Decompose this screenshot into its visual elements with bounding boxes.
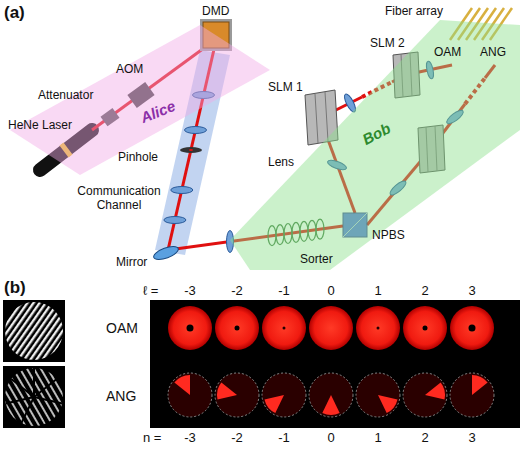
index-number: 1 xyxy=(374,283,381,298)
panel-letter: (a) xyxy=(4,3,25,22)
index-number: 3 xyxy=(468,283,475,298)
component-label: ANG xyxy=(480,45,506,59)
component-label: DMD xyxy=(202,4,229,18)
component-label: Sorter xyxy=(300,252,333,266)
band-fill xyxy=(10,25,270,175)
component-label: Pinhole xyxy=(118,150,158,164)
component-label: Mirror xyxy=(116,255,147,269)
index-number: 2 xyxy=(421,283,428,298)
oam-modes xyxy=(168,306,494,350)
component-label: AOM xyxy=(116,62,143,76)
component-label: Lens xyxy=(268,155,294,169)
component-label: NPBS xyxy=(372,228,405,242)
band-fill xyxy=(230,20,520,270)
index-number: -1 xyxy=(278,283,290,298)
panel-letter: (b) xyxy=(4,278,26,297)
component-label: Fiber array xyxy=(385,4,443,18)
component-label: OAM xyxy=(434,45,461,59)
component-label: SLM 2 xyxy=(370,36,405,50)
row-label: OAM xyxy=(106,320,138,336)
mode-background xyxy=(150,300,520,428)
pinhole xyxy=(180,147,202,153)
holograms xyxy=(3,300,65,428)
index-number: -2 xyxy=(231,430,243,445)
index-number: 0 xyxy=(327,430,334,445)
row-label: ANG xyxy=(106,388,136,404)
component-label: HeNe Laser xyxy=(8,118,72,132)
component-label: Attenuator xyxy=(38,88,93,102)
index-number: -3 xyxy=(184,283,196,298)
index-number: n = xyxy=(143,430,161,445)
component-label: Communication Channel xyxy=(76,184,162,212)
index-number: 0 xyxy=(327,283,334,298)
ang-modes xyxy=(168,373,494,417)
component-label: SLM 1 xyxy=(268,80,303,94)
index-number: -2 xyxy=(231,283,243,298)
index-number: 2 xyxy=(421,430,428,445)
mirror xyxy=(152,244,180,262)
index-number: ℓ = xyxy=(143,283,158,298)
index-number: 1 xyxy=(374,430,381,445)
index-number: -1 xyxy=(278,430,290,445)
index-number: 3 xyxy=(468,430,475,445)
index-number: -3 xyxy=(184,430,196,445)
